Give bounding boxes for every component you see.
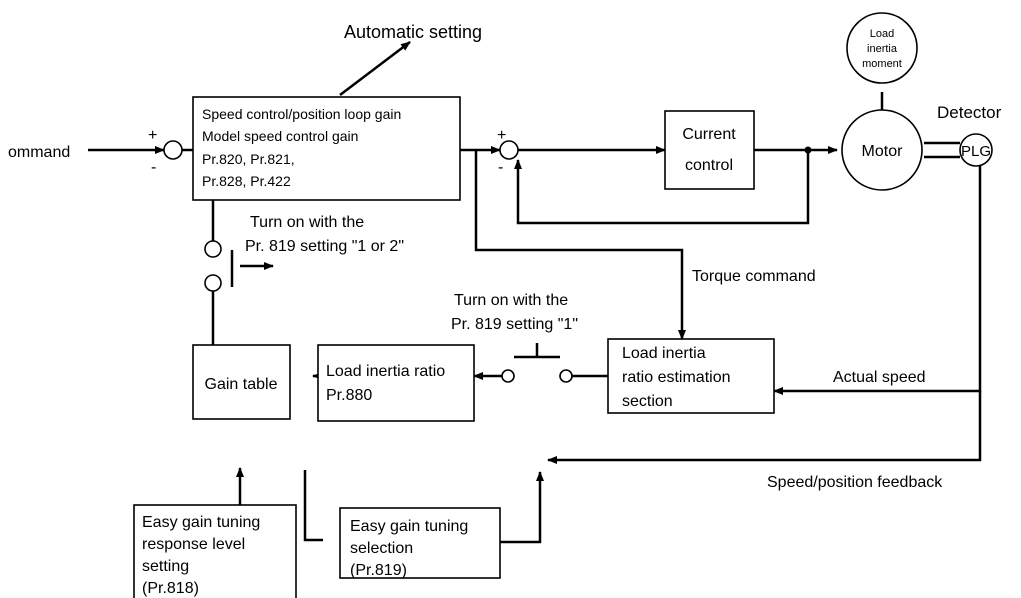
load-moment-line2: inertia xyxy=(867,43,898,55)
selection-line3: (Pr.819) xyxy=(350,562,407,579)
junction1-minus-sign: - xyxy=(151,159,156,176)
estimation-line1: Load inertia xyxy=(622,345,706,362)
motor-shaft xyxy=(924,141,960,159)
load-inertia-ratio-block xyxy=(317,344,475,422)
load-inertia-ratio-line2: Pr.880 xyxy=(326,387,372,404)
gain-setting-block xyxy=(192,96,461,201)
gain-table-label: Gain table xyxy=(205,376,278,393)
selection-line1: Easy gain tuning xyxy=(350,518,468,535)
selection-line2: selection xyxy=(350,540,413,557)
switch1-note-line1: Turn on with the xyxy=(250,214,364,231)
response-level-block xyxy=(133,504,297,598)
load-inertia-moment-circle xyxy=(846,12,918,84)
load-moment-line1: Load xyxy=(870,28,894,40)
command-label: ommand xyxy=(8,144,70,161)
signal-lines xyxy=(88,41,982,544)
response-level-line4: (Pr.818) xyxy=(142,580,199,597)
tuning-selection-block xyxy=(339,507,501,579)
estimation-line3: section xyxy=(622,393,673,410)
motor-circle xyxy=(841,109,923,191)
current-control-line1: Current xyxy=(682,126,736,143)
response-level-line2: response level xyxy=(142,536,245,553)
response-level-line1: Easy gain tuning xyxy=(142,514,260,531)
estimation-line2: ratio estimation xyxy=(622,369,731,386)
gain-block-line1: Speed control/position loop gain xyxy=(202,106,401,122)
current-control-line2: control xyxy=(685,157,733,174)
switch1-note-line2: Pr. 819 setting "1 or 2" xyxy=(245,238,404,255)
branch-point xyxy=(804,146,812,154)
summing-junction-1 xyxy=(163,140,183,160)
current-control-block xyxy=(664,110,755,190)
junction1-plus-sign: + xyxy=(148,127,157,144)
feedback-label: Speed/position feedback xyxy=(767,474,943,491)
summing-junction-2 xyxy=(499,140,519,160)
switch1-contact-bottom xyxy=(204,274,222,292)
switch2-contact-left xyxy=(501,369,515,383)
switch2-contact-right xyxy=(559,369,573,383)
load-moment-line3: moment xyxy=(862,58,902,70)
automatic-setting-label: Automatic setting xyxy=(344,22,482,42)
junction2-minus-sign: - xyxy=(498,159,503,176)
response-level-line3: setting xyxy=(142,558,189,575)
gain-block-line3: Pr.820, Pr.821, xyxy=(202,151,295,167)
junction2-plus-sign: + xyxy=(497,127,506,144)
switch1-contact-top xyxy=(204,240,222,258)
gain-block-line4: Pr.828, Pr.422 xyxy=(202,173,291,189)
switch2-note-line1: Turn on with the xyxy=(454,292,568,309)
detector-label: Detector xyxy=(937,103,1002,122)
gain-block-line2: Model speed control gain xyxy=(202,128,358,144)
torque-command-label: Torque command xyxy=(692,268,816,285)
motor-label: Motor xyxy=(862,143,904,160)
actual-speed-label: Actual speed xyxy=(833,369,926,386)
plg-label: PLG xyxy=(961,143,991,160)
plg-circle xyxy=(959,133,993,167)
gain-table-block xyxy=(192,344,291,420)
switch2-note-line2: Pr. 819 setting "1" xyxy=(451,316,578,333)
load-inertia-ratio-line1: Load inertia ratio xyxy=(326,363,445,380)
estimation-block xyxy=(607,338,775,414)
